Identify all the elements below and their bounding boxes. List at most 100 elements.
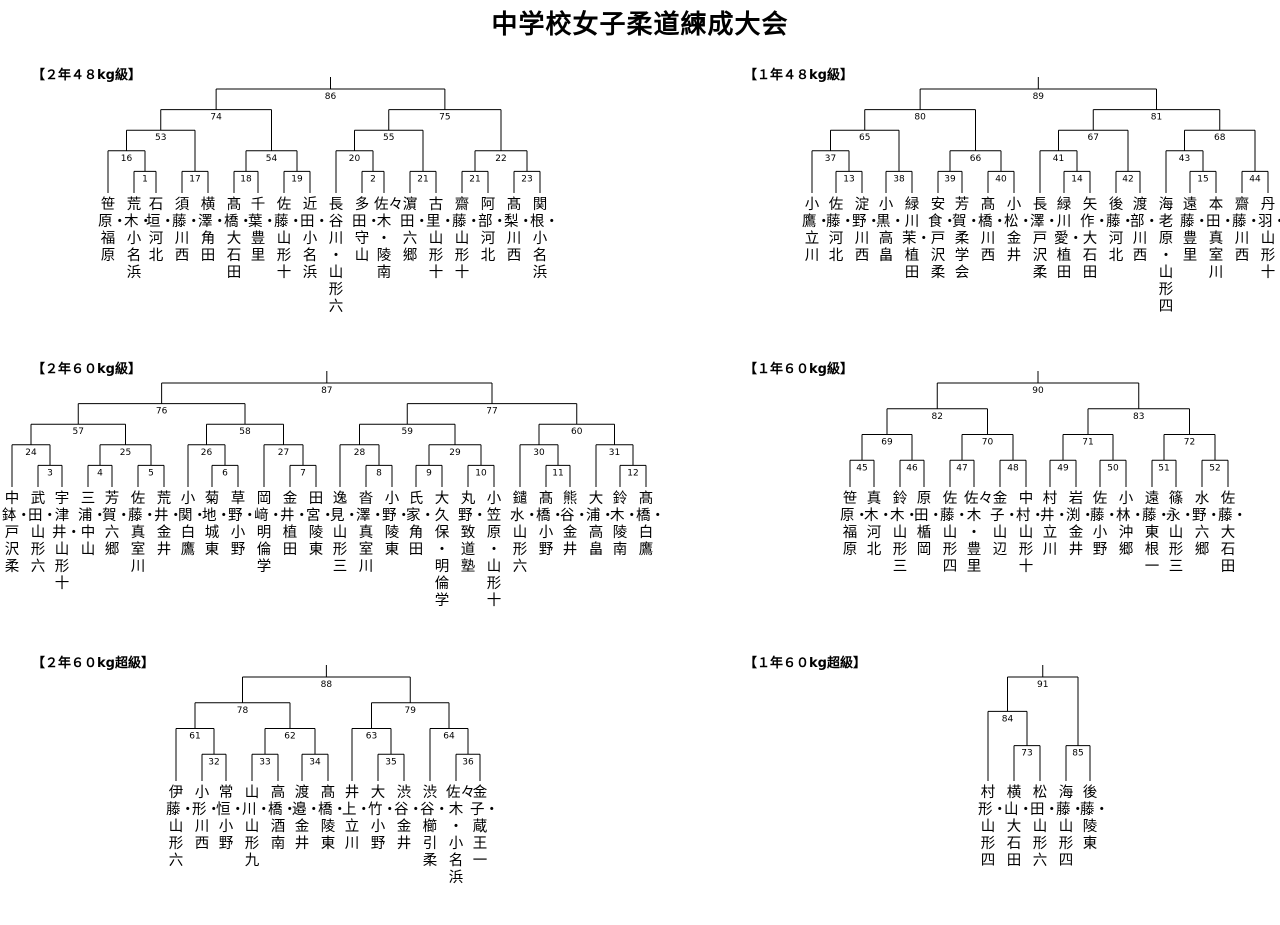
entrant-school: 子・蔵王一: [470, 802, 499, 869]
entrant-name: 渡: [294, 785, 310, 801]
entrant-school: 谷・金井: [394, 802, 423, 852]
entrant-name: 髙: [320, 785, 336, 801]
entrant-school: 藤・東根一: [1142, 508, 1171, 575]
entrant-name: 小: [180, 491, 196, 507]
entrant: 佐藤・大石田: [1218, 491, 1247, 576]
entrant: 中鉢・戸沢柔: [2, 491, 31, 576]
entrant: 真木・河北: [864, 491, 893, 559]
match-number: 13: [843, 174, 854, 184]
entrant-name: 常: [218, 785, 234, 801]
entrant-name: 水: [1194, 491, 1210, 507]
entrant-school: 宮・陵東: [306, 508, 335, 558]
entrant-school: 藤・山形四: [1056, 802, 1085, 869]
entrant: 大竹・小野: [368, 785, 397, 853]
entrant-name: 岡: [256, 491, 272, 507]
entrant: 三浦・中山: [78, 491, 107, 559]
match-number: 73: [1021, 749, 1032, 759]
entrant: 小形・川西: [192, 785, 221, 853]
entrant: 髙橋・大石田: [224, 197, 253, 282]
entrant: 後藤・河北: [1106, 197, 1135, 265]
entrant-school: 澤・真室川: [356, 508, 385, 575]
match-number: 21: [417, 174, 428, 184]
entrant: 石垣・河北: [146, 197, 175, 265]
entrant-name: 阿: [480, 197, 496, 213]
entrant-school: ・山形十: [486, 542, 502, 609]
entrant-name: 関: [532, 197, 548, 213]
entrant-school: 藤・河北: [1106, 214, 1135, 264]
entrant-name: 丹: [1260, 197, 1276, 213]
entrant-school: 野・陵東: [382, 508, 411, 558]
entrant-school: ・山形六: [328, 248, 344, 315]
entrant: 鑓水・山形六: [510, 491, 539, 576]
entrant: 佐々木・豊里: [964, 491, 993, 576]
match-number: 72: [1184, 438, 1195, 448]
match-number: 58: [239, 427, 251, 437]
entrant-name: 芳: [954, 197, 970, 213]
entrant: 井上・立川: [342, 785, 371, 853]
entrant-name: 山: [244, 785, 260, 801]
match-number: 81: [1151, 113, 1162, 123]
entrant-school: 葉・豊里: [248, 214, 277, 264]
entrant-name: 髙: [226, 197, 242, 213]
match-number: 49: [1057, 463, 1069, 473]
entrant: 遠藤・豊里: [1180, 197, 1209, 265]
entrant-school: 関・白鷹: [178, 508, 207, 558]
entrant: 齋藤・山形十: [452, 197, 481, 282]
entrant-school: 藤・小野: [1090, 508, 1119, 558]
entrant: 阿部・河北: [478, 197, 507, 265]
entrant-school: 渕・金井: [1066, 508, 1095, 558]
entrant-school: 賀・六郷: [102, 508, 131, 558]
entrant: 多田・守山: [352, 197, 381, 265]
entrant-school: 原・福原: [840, 508, 869, 558]
match-number: 12: [627, 468, 638, 478]
entrant: 金子・蔵王一: [470, 785, 499, 870]
entrant-name: 石: [148, 197, 164, 213]
entrant: 関根・小名浜: [530, 197, 559, 282]
entrant: 村井・立川: [1040, 491, 1069, 559]
entrant-school: 野・致道塾: [458, 508, 487, 575]
entrant: 村形・山形四: [978, 785, 1007, 870]
entrant-school: 黒・高畠: [876, 214, 905, 264]
match-number: 4: [97, 468, 103, 478]
entrant-school: 藤・山形十: [452, 214, 481, 281]
match-number: 48: [1007, 463, 1019, 473]
entrant-school: 田・山形六: [1030, 802, 1059, 869]
match-number: 18: [240, 174, 252, 184]
match-number: 33: [259, 757, 270, 767]
match-number: 87: [321, 386, 332, 396]
entrant-name: 須: [174, 197, 190, 213]
entrant-name: 逸: [332, 491, 348, 507]
entrant: 佐々木・陵南: [374, 197, 403, 282]
entrant: 髙橋・川西: [978, 197, 1007, 265]
entrant-name: 淀: [854, 197, 870, 213]
entrant-name: 沓: [358, 491, 374, 507]
match-number: 17: [189, 174, 200, 184]
entrant: 矢作・大石田: [1080, 197, 1109, 282]
entrant: 小松・金井: [1004, 197, 1033, 265]
entrant-name: 安: [930, 197, 946, 213]
entrant-name: 後: [1108, 197, 1124, 213]
match-number: 90: [1032, 386, 1044, 396]
entrant-school: 野・川西: [852, 214, 881, 264]
entrant: 小関・白鷹: [178, 491, 207, 559]
match-number: 10: [475, 468, 487, 478]
entrant: 小野・陵東: [382, 491, 411, 559]
entrant: 宇津井・山形十: [52, 491, 81, 593]
entrant-school: 井・山形十: [52, 525, 81, 592]
entrant: 佐々木・小名浜: [446, 785, 475, 887]
match-number: 75: [439, 113, 450, 123]
match-number: 68: [1214, 133, 1226, 143]
entrant-name: 齋: [454, 197, 470, 213]
entrant-school: 木・河北: [864, 508, 893, 558]
entrant-name: 髙: [980, 197, 996, 213]
entrant-name: 篠: [1168, 491, 1184, 507]
entrant-school: 田・楯岡: [914, 508, 943, 558]
entrant: 佐藤・山形四: [940, 491, 969, 576]
entrant-name: 矢: [1082, 197, 1098, 213]
entrant: 大浦・高畠: [586, 491, 615, 559]
entrant-name: 海: [1058, 785, 1074, 801]
page-title: 中学校女子柔道練成大会: [491, 10, 789, 40]
entrant: 近田・小名浜: [300, 197, 329, 282]
